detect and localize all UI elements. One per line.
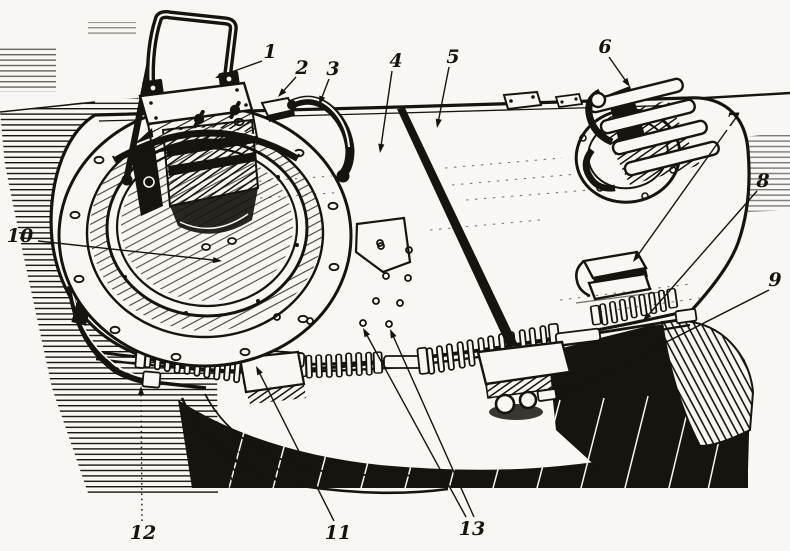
coaming-far-wall xyxy=(660,319,755,448)
callout-number: 13 xyxy=(459,518,485,540)
callout-2: 2 xyxy=(278,57,309,97)
leader-arrowhead xyxy=(278,88,287,97)
callout-12: 12 xyxy=(130,386,156,544)
leader-arrowhead xyxy=(319,95,326,105)
leader-line xyxy=(365,333,467,518)
leader-line xyxy=(221,60,263,77)
torsion-spring-mid-left xyxy=(296,351,384,379)
callout-10: 10 xyxy=(7,225,222,264)
rib-plate xyxy=(623,140,720,177)
surface-texture xyxy=(249,157,701,313)
leader-line xyxy=(140,392,143,522)
grab-handle-assembly xyxy=(574,77,720,204)
leader-line xyxy=(380,70,393,147)
callout-number: 4 xyxy=(389,50,402,72)
leader-arrowhead xyxy=(137,386,145,396)
torsion-spring-right xyxy=(589,288,679,327)
leader-arrowhead xyxy=(622,77,630,87)
callout-number: 2 xyxy=(294,57,308,79)
callout-number: 11 xyxy=(325,522,351,544)
leader-line xyxy=(647,190,758,317)
callout-8: 8 xyxy=(643,170,770,321)
leader-line xyxy=(282,76,297,93)
leader-arrowhead xyxy=(378,143,385,153)
callout-number: 6 xyxy=(598,36,611,58)
latch-handle-assembly xyxy=(121,10,259,186)
leader-line xyxy=(608,56,627,82)
rib-plate xyxy=(611,119,708,156)
callout-1: 1 xyxy=(215,41,277,78)
leader-line xyxy=(37,240,216,261)
callout-number: 12 xyxy=(130,522,156,544)
leader-line xyxy=(636,129,728,257)
leader-arrowhead xyxy=(215,72,225,78)
callout-5: 5 xyxy=(435,46,460,128)
callout-number: 7 xyxy=(726,109,739,131)
leader-arrowhead xyxy=(633,252,641,262)
leader-line xyxy=(258,371,335,522)
callout-number: 10 xyxy=(7,225,33,247)
leader-arrowhead xyxy=(363,328,371,338)
cover-rivets xyxy=(273,216,413,328)
wing-bolt xyxy=(193,109,205,129)
callout-4: 4 xyxy=(378,50,403,153)
callout-number: 3 xyxy=(326,58,339,80)
leader-arrowhead xyxy=(212,256,222,264)
callout-number: 5 xyxy=(446,46,459,68)
leader-line xyxy=(561,289,770,396)
callout-number: 8 xyxy=(755,170,769,192)
hinge-bracket-left xyxy=(238,350,306,404)
callout-3: 3 xyxy=(319,58,340,105)
callout-number: 1 xyxy=(263,41,276,63)
torsion-hinge xyxy=(67,280,698,420)
callout-number: 9 xyxy=(768,269,781,291)
top-edge-plates xyxy=(502,90,584,111)
leader-arrowhead xyxy=(256,366,263,376)
callout-7: 7 xyxy=(633,109,740,262)
leader-line xyxy=(320,78,330,99)
leader-line xyxy=(392,335,475,518)
callout-13: 13 xyxy=(363,328,485,540)
callout-6: 6 xyxy=(598,36,630,87)
wing-bolt xyxy=(229,100,241,120)
leader-line xyxy=(437,66,450,122)
callout-9: 9 xyxy=(556,269,782,398)
leader-arrowhead xyxy=(435,118,442,128)
stop-block xyxy=(260,96,296,122)
leader-arrowhead xyxy=(643,312,652,321)
hinge-bracket-rollers xyxy=(476,340,573,420)
rib-plate xyxy=(599,98,696,135)
strap-clip xyxy=(575,250,661,304)
opening-lip xyxy=(180,393,451,495)
leader-arrowhead xyxy=(556,391,566,398)
leader-arrowhead xyxy=(390,329,397,339)
lever-handle xyxy=(287,95,355,183)
callout-11: 11 xyxy=(256,366,351,544)
